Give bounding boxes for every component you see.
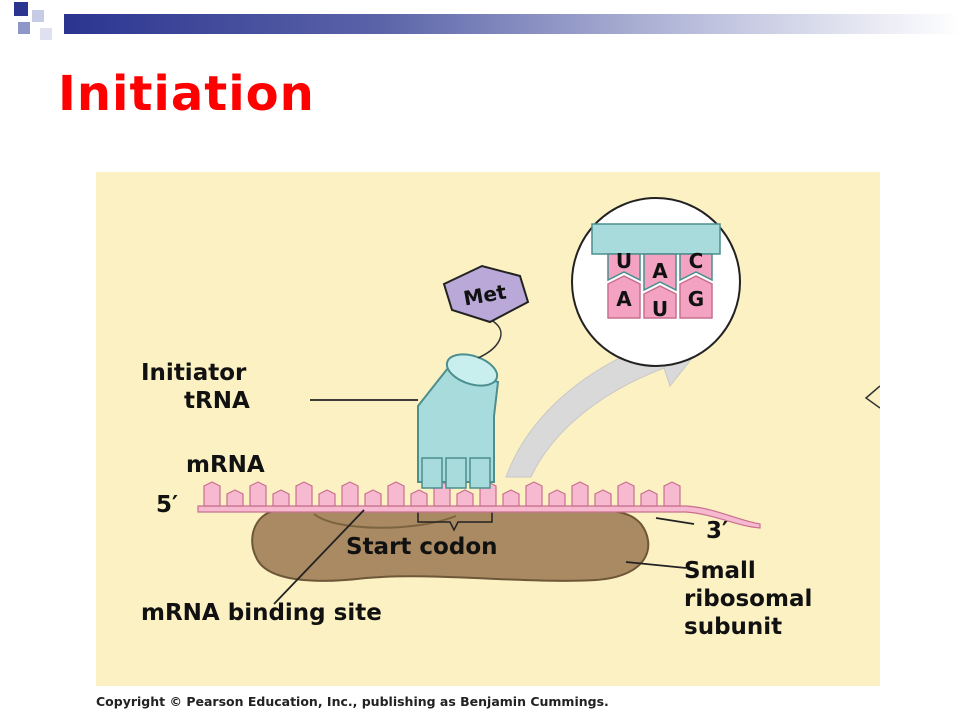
mrna-base bbox=[456, 489, 474, 507]
mrna-binding-site-label: mRNA binding site bbox=[141, 600, 382, 626]
ribosomal-label: ribosomal bbox=[684, 586, 812, 612]
anticodon-base bbox=[679, 253, 713, 282]
codon-base bbox=[607, 275, 641, 319]
subunit-label: subunit bbox=[684, 614, 782, 640]
initiator-label: Initiator bbox=[141, 360, 247, 386]
header-square bbox=[14, 2, 28, 16]
mrna-base bbox=[203, 481, 221, 507]
anticodon-letter: U bbox=[616, 249, 632, 273]
mrna-base bbox=[341, 481, 359, 507]
mrna-base bbox=[548, 489, 566, 507]
mrna-base bbox=[249, 481, 267, 507]
anticodon-base bbox=[607, 253, 641, 282]
start-codon-label: Start codon bbox=[346, 534, 498, 560]
mrna-base bbox=[318, 489, 336, 507]
mrna-base bbox=[525, 481, 543, 507]
header-gradient-bar bbox=[64, 14, 960, 34]
methionine: Met bbox=[442, 264, 530, 324]
mrna-base bbox=[571, 481, 589, 507]
mrna-base bbox=[295, 481, 313, 507]
anticodon-letter: A bbox=[652, 259, 668, 283]
codon-base bbox=[643, 285, 677, 319]
copyright-notice: Copyright © Pearson Education, Inc., pub… bbox=[96, 694, 609, 709]
anticodon-base bbox=[643, 253, 677, 292]
codon-letter: G bbox=[688, 287, 704, 311]
mrna-base bbox=[364, 489, 382, 507]
mrna-base bbox=[594, 489, 612, 507]
slide-title: Initiation bbox=[58, 66, 315, 122]
anticodon-letter: C bbox=[689, 249, 704, 273]
mrna-base bbox=[410, 489, 428, 507]
header-square bbox=[32, 10, 44, 22]
header-square bbox=[40, 28, 52, 40]
codon-base bbox=[679, 275, 713, 319]
mrna-base bbox=[617, 481, 635, 507]
codon-letter: U bbox=[652, 297, 668, 321]
mrna-base bbox=[226, 489, 244, 507]
mrna-base bbox=[387, 481, 405, 507]
small-label: Small bbox=[684, 558, 756, 584]
trna-label: tRNA bbox=[184, 388, 250, 414]
mrna-base bbox=[272, 489, 290, 507]
offscreen-arrow-icon bbox=[864, 385, 880, 409]
mrna-label: mRNA bbox=[186, 452, 265, 478]
leader-lines bbox=[273, 399, 695, 605]
mrna-binding-site-groove bbox=[313, 513, 457, 529]
slide-header-bar bbox=[0, 0, 960, 48]
mrna-base bbox=[640, 489, 658, 507]
start-codon-bracket bbox=[417, 510, 493, 532]
mrna-base bbox=[663, 481, 681, 507]
initiator-trna bbox=[417, 308, 507, 489]
codon-letter: A bbox=[616, 287, 632, 311]
mrna-base bbox=[502, 489, 520, 507]
five-prime-label: 5′ bbox=[156, 492, 178, 518]
three-prime-label: 3′ bbox=[706, 518, 728, 544]
header-square bbox=[18, 22, 30, 34]
